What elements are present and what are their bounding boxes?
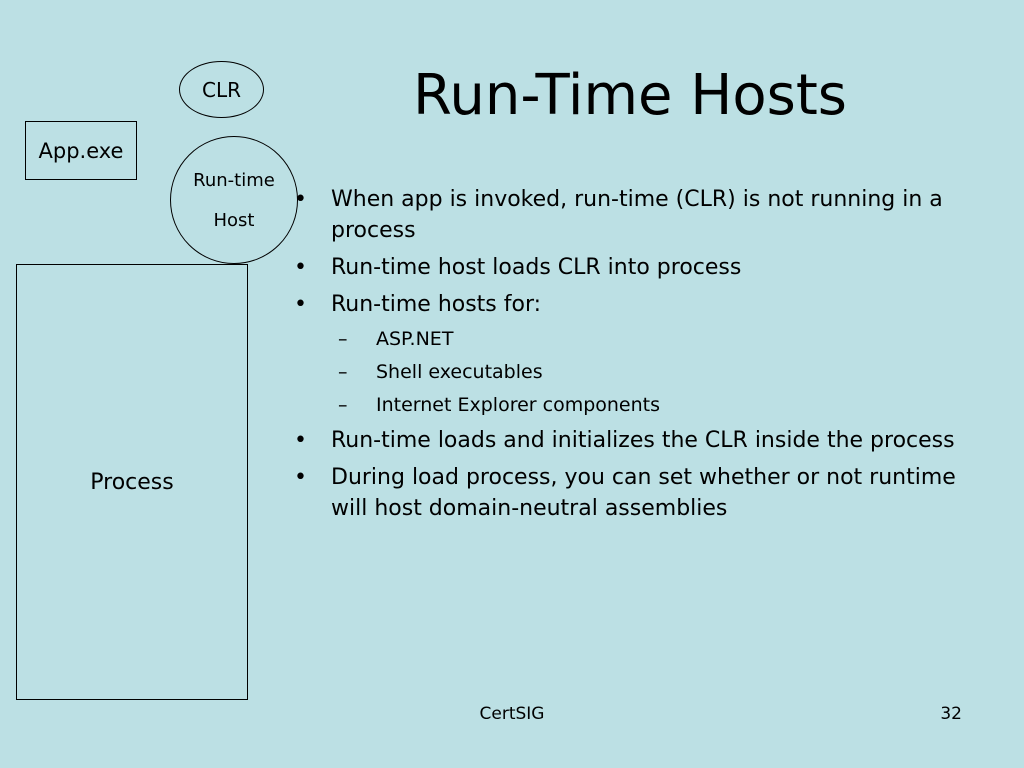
runtime-host-circle: Run-time Host bbox=[170, 136, 298, 264]
sub-bullet-marker: – bbox=[338, 328, 348, 350]
footer-label: CertSIG bbox=[479, 704, 545, 724]
bullet-text: During load process, you can set whether… bbox=[331, 465, 956, 521]
process-label: Process bbox=[90, 469, 174, 495]
app-exe-box: App.exe bbox=[25, 121, 137, 180]
sub-bullet-text: Internet Explorer components bbox=[376, 394, 661, 416]
slide-title: Run-Time Hosts bbox=[413, 63, 847, 128]
app-exe-label: App.exe bbox=[38, 138, 124, 163]
bullet-item: • Run-time host loads CLR into process bbox=[290, 252, 980, 283]
bullet-item: • When app is invoked, run-time (CLR) is … bbox=[290, 184, 980, 246]
sub-bullet-text: ASP.NET bbox=[376, 328, 454, 350]
bullet-text: When app is invoked, run-time (CLR) is n… bbox=[331, 187, 943, 243]
bullet-marker: • bbox=[294, 428, 307, 453]
sub-bullet-item: – ASP.NET bbox=[290, 326, 980, 353]
bullet-text: Run-time host loads CLR into process bbox=[331, 255, 742, 280]
sub-bullet-marker: – bbox=[338, 361, 348, 383]
bullet-marker: • bbox=[294, 292, 307, 317]
process-box: Process bbox=[16, 264, 248, 700]
bullet-list: • When app is invoked, run-time (CLR) is … bbox=[290, 184, 980, 530]
bullet-item: • During load process, you can set whethe… bbox=[290, 462, 980, 524]
bullet-text: Run-time hosts for: bbox=[331, 292, 542, 317]
sub-bullet-item: – Internet Explorer components bbox=[290, 392, 980, 419]
sub-bullet-item: – Shell executables bbox=[290, 359, 980, 386]
clr-oval: CLR bbox=[179, 61, 264, 118]
runtime-host-label-line2: Host bbox=[213, 210, 255, 231]
bullet-marker: • bbox=[294, 187, 307, 212]
page-number: 32 bbox=[940, 704, 962, 724]
bullet-item: • Run-time hosts for: bbox=[290, 289, 980, 320]
clr-label: CLR bbox=[201, 77, 241, 102]
bullet-text: Run-time loads and initializes the CLR i… bbox=[331, 428, 955, 453]
bullet-marker: • bbox=[294, 465, 307, 490]
sub-bullet-text: Shell executables bbox=[376, 361, 543, 383]
bullet-marker: • bbox=[294, 255, 307, 280]
runtime-host-label-line1: Run-time bbox=[193, 170, 275, 191]
sub-bullet-marker: – bbox=[338, 394, 348, 416]
bullet-item: • Run-time loads and initializes the CLR … bbox=[290, 425, 980, 456]
